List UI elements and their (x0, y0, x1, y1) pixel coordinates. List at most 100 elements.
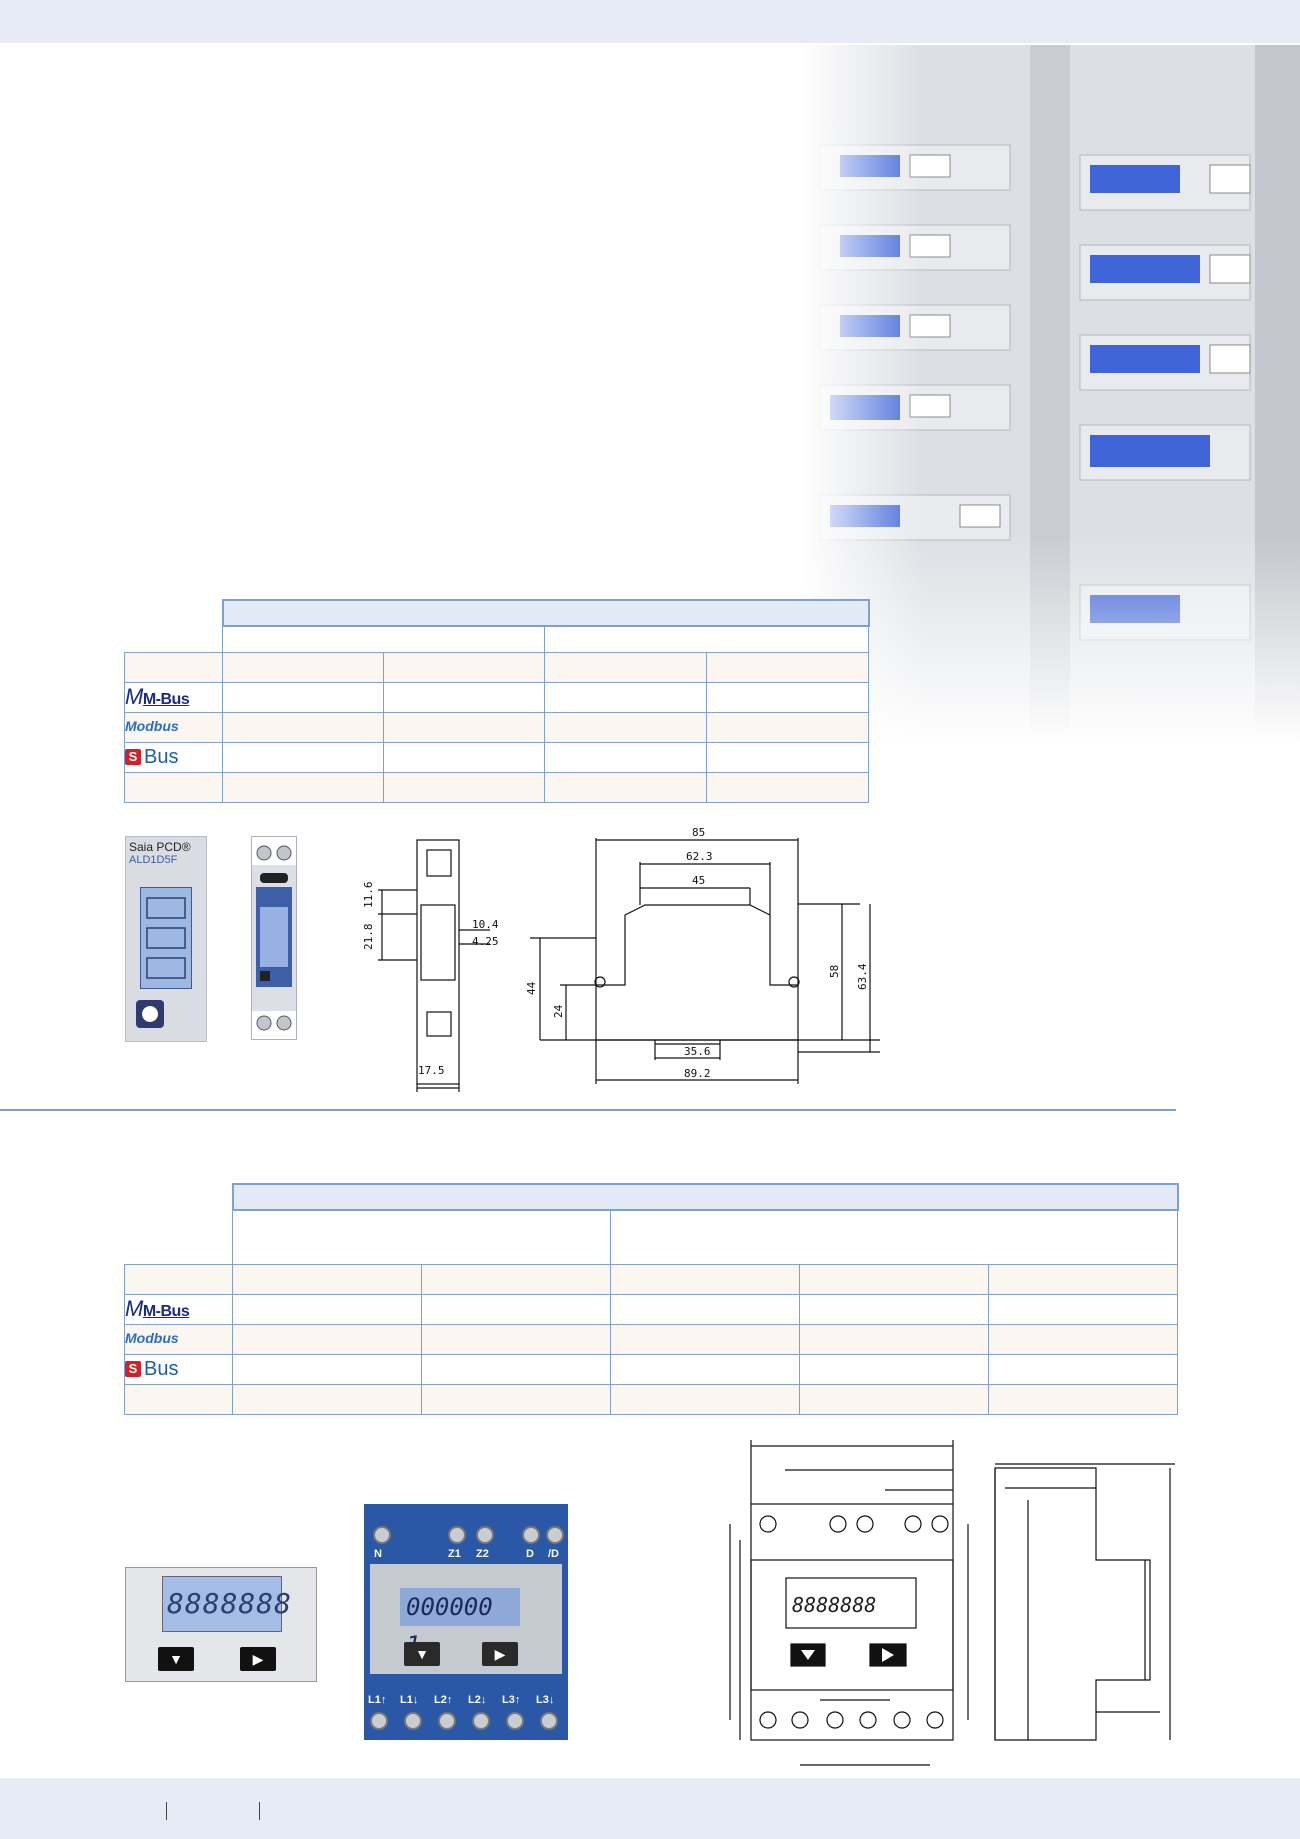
mbus-logo: MM-Bus (124, 681, 223, 713)
table2-cell (232, 1353, 422, 1385)
table1-cell (706, 741, 869, 773)
table2-subheader-2 (609, 1209, 1179, 1265)
footer-separator (259, 1802, 260, 1820)
dim-63-4: 63.4 (856, 963, 869, 990)
down-arrow-icon: ▼ (158, 1647, 194, 1671)
table2-cell (232, 1293, 422, 1325)
table2-cell (610, 1353, 800, 1385)
dim-17-5: 17.5 (418, 1064, 445, 1077)
table1-cell (544, 771, 707, 803)
table2-cell (799, 1353, 989, 1385)
terminal-screw (476, 1526, 494, 1544)
dim-35-6: 35.6 (684, 1045, 711, 1058)
table2-cell (610, 1263, 800, 1295)
terminal-screw (448, 1526, 466, 1544)
table1-cell (383, 741, 545, 773)
terminal-label: L3↑ (502, 1694, 521, 1706)
bottom-band (0, 1778, 1300, 1839)
terminal-label: L2↓ (468, 1694, 487, 1706)
device-model: ALD1D5F (129, 854, 178, 866)
table2-cell (421, 1323, 611, 1355)
device-brand: Saia PCD® (129, 840, 191, 854)
table1-cell (383, 771, 545, 803)
table2-cell (987, 1263, 1179, 1295)
dim-45: 45 (692, 874, 705, 887)
awd3-display-panel: 8888888 ▼ ▶ (125, 1567, 317, 1682)
drawing-lcd-digits: 8888888 (792, 1593, 876, 1617)
lcd-digits: 8888888 (167, 1587, 293, 1620)
table1-cell (706, 771, 869, 803)
table1-cell (383, 651, 545, 683)
table2-cell (987, 1383, 1179, 1415)
dim-89-2: 89.2 (684, 1067, 711, 1080)
table1-cell (706, 651, 869, 683)
terminal-screw (438, 1712, 456, 1730)
table2-cell (421, 1293, 611, 1325)
table2-cell (421, 1353, 611, 1385)
dim-11-6: 11.6 (362, 882, 375, 909)
table1-header (221, 599, 870, 627)
table1-cell (544, 651, 707, 683)
terminal-screw (373, 1526, 391, 1544)
dim-62-3: 62.3 (686, 850, 713, 863)
table1-subheader-1 (222, 625, 545, 653)
lcd-display: 8888888 (162, 1576, 291, 1632)
ald1d5f-module-photo (251, 836, 297, 1040)
table2-cell (799, 1263, 989, 1295)
mbus-logo: MM-Bus (124, 1293, 233, 1325)
modbus-logo: Modbus (124, 711, 223, 743)
ald1d5f-front-photo: Saia PCD® ALD1D5F (125, 836, 207, 1042)
dim-21-8: 21.8 (362, 924, 375, 951)
terminal-label: L2↑ (434, 1694, 453, 1706)
table2-cell (610, 1323, 800, 1355)
table1-cell (222, 771, 384, 803)
table2-cell (232, 1323, 422, 1355)
right-arrow-icon: ▶ (240, 1647, 276, 1671)
dim-4-25: 4.25 (472, 935, 499, 948)
table2-cell (987, 1293, 1179, 1325)
dim-44: 44 (525, 981, 538, 995)
table1-row-label (124, 651, 223, 683)
table2-cell (421, 1263, 611, 1295)
terminal-label: /D (548, 1548, 559, 1560)
terminal-label: L1↓ (400, 1694, 419, 1706)
terminal-label: D (526, 1548, 534, 1560)
lcd-display (140, 887, 192, 989)
table1-subheader-2 (544, 625, 869, 653)
meter-face: 000000 1 ▼ ▶ (370, 1564, 562, 1674)
table2-cell (987, 1323, 1179, 1355)
table2-cell (799, 1323, 989, 1355)
terminal-label: Z2 (476, 1548, 489, 1560)
table2-header (231, 1183, 1179, 1211)
cabinet-photo (800, 45, 1300, 745)
table1-cell (383, 711, 545, 743)
table2-cell (799, 1293, 989, 1325)
table1-row-label (124, 771, 223, 803)
terminal-label: Z1 (448, 1548, 461, 1560)
terminal-label: L3↓ (536, 1694, 555, 1706)
table2-cell (232, 1263, 422, 1295)
footer-separator (166, 1802, 167, 1820)
terminal-label: L1↑ (368, 1694, 387, 1706)
dim-85: 85 (692, 826, 705, 839)
dim-58: 58 (828, 965, 841, 978)
terminal-screw (540, 1712, 558, 1730)
table1-cell (222, 651, 384, 683)
terminal-screw (472, 1712, 490, 1730)
table1-cell (544, 711, 707, 743)
section-divider (0, 1109, 1176, 1111)
table1-cell (544, 741, 707, 773)
table2-row-label (124, 1263, 233, 1295)
table2-row-label (124, 1383, 233, 1415)
terminal-screw (546, 1526, 564, 1544)
table2-cell (610, 1383, 800, 1415)
down-arrow-icon: ▼ (404, 1642, 440, 1666)
terminal-screw (522, 1526, 540, 1544)
right-arrow-icon: ▶ (482, 1642, 518, 1666)
terminal-screw (506, 1712, 524, 1730)
